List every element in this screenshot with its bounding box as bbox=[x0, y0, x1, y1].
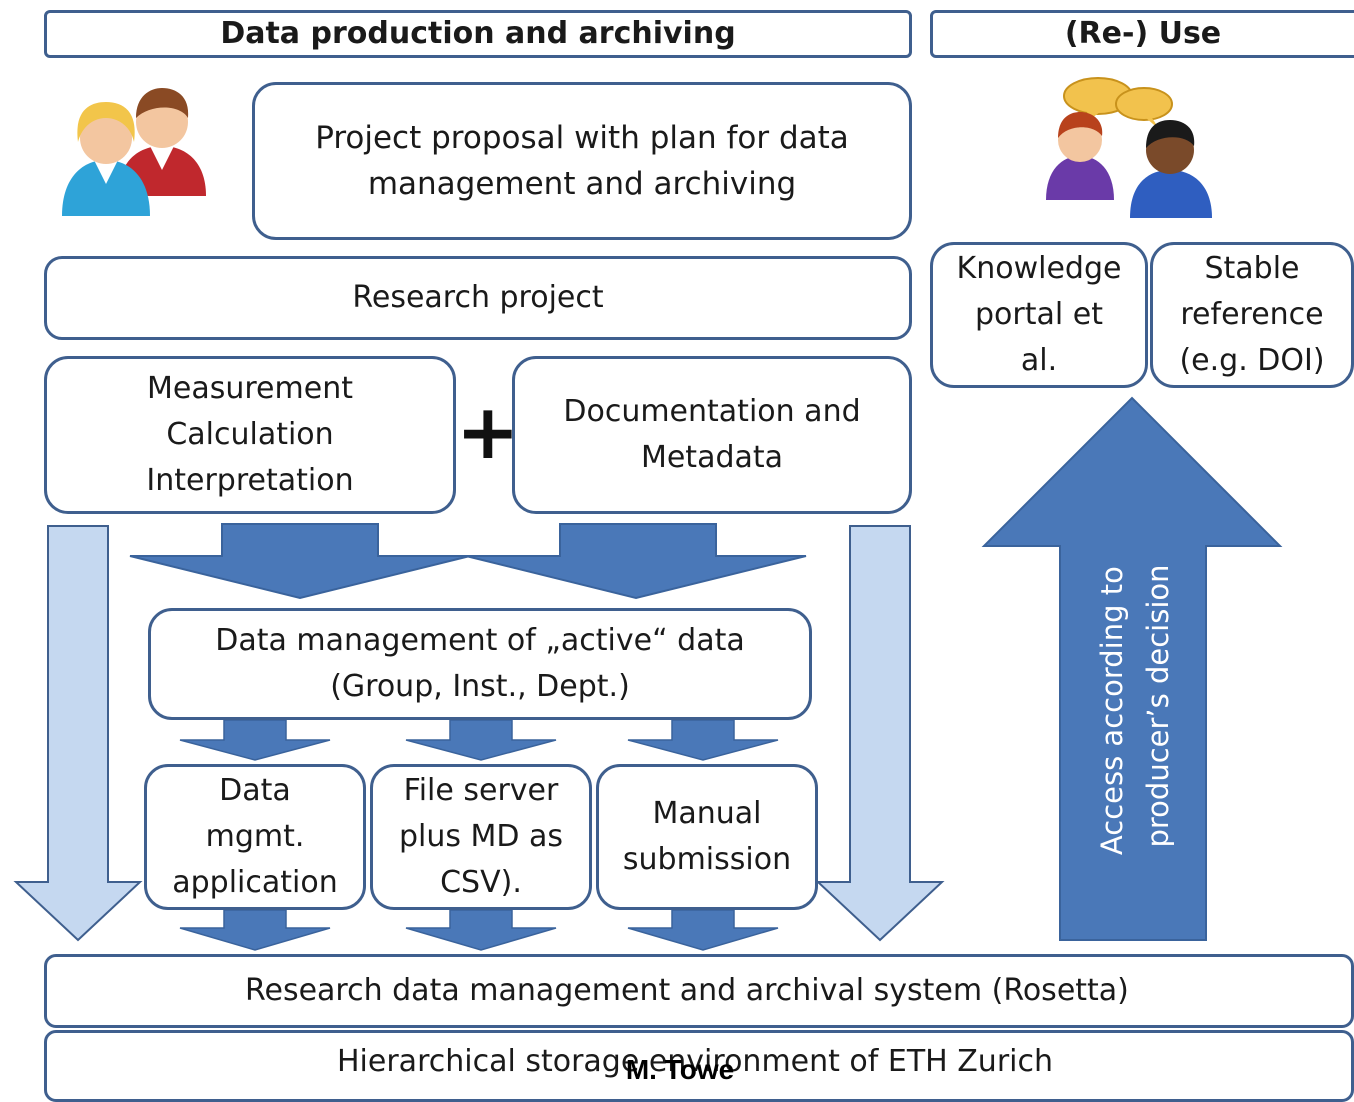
to-manual-submission-arrow bbox=[627, 719, 779, 761]
file-server-box: File server plus MD as CSV). bbox=[370, 764, 592, 910]
stable-reference-line: Stable bbox=[1204, 251, 1300, 286]
project-proposal-box: Project proposal with plan for data mana… bbox=[252, 82, 912, 240]
manual-submission-line: Manual bbox=[652, 796, 762, 831]
data-mgmt-line: mgmt. bbox=[205, 819, 305, 854]
stable-reference-line: reference bbox=[1180, 297, 1324, 332]
data-mgmt-application-box: Data mgmt. application bbox=[144, 764, 366, 910]
data-mgmt-line: Data bbox=[219, 773, 291, 808]
data-mgmt-to-rosetta-arrow bbox=[179, 909, 331, 951]
people-talking-icon bbox=[1046, 77, 1212, 218]
active-data-line: (Group, Inst., Dept.) bbox=[330, 669, 630, 704]
production-header-label: Data production and archiving bbox=[220, 16, 736, 51]
two-people-icon bbox=[62, 88, 206, 216]
measurement-down-arrow bbox=[129, 523, 471, 600]
measurement-box: Measurement Calculation Interpretation bbox=[44, 356, 456, 514]
measurement-line: Measurement bbox=[147, 371, 353, 406]
knowledge-portal-box: Knowledge portal et al. bbox=[930, 242, 1148, 388]
file-server-line: File server bbox=[403, 773, 559, 808]
right-down-arrow bbox=[815, 525, 945, 942]
research-project-label: Research project bbox=[352, 280, 604, 315]
storage-label: Hierarchical storage environment of ETH … bbox=[337, 1044, 1054, 1079]
documentation-line: Metadata bbox=[640, 440, 784, 475]
file-server-line: CSV). bbox=[440, 865, 522, 900]
production-header: Data production and archiving bbox=[44, 10, 912, 58]
plus-sign: + bbox=[456, 387, 520, 476]
data-mgmt-line: application bbox=[172, 865, 338, 900]
to-data-mgmt-arrow bbox=[179, 719, 331, 761]
rosetta-label: Research data management and archival sy… bbox=[245, 973, 1129, 1008]
research-project-box: Research project bbox=[44, 256, 912, 340]
documentation-down-arrow bbox=[465, 523, 807, 600]
stable-reference-line: (e.g. DOI) bbox=[1179, 343, 1325, 378]
file-server-line: plus MD as bbox=[398, 819, 564, 854]
knowledge-portal-line: Knowledge bbox=[956, 251, 1122, 286]
active-data-line: Data management of „active“ data bbox=[215, 623, 745, 658]
reuse-header-label: (Re-) Use bbox=[1064, 16, 1222, 51]
documentation-line: Documentation and bbox=[563, 394, 861, 429]
to-file-server-arrow bbox=[405, 719, 557, 761]
access-up-arrow bbox=[981, 396, 1283, 941]
measurement-line: Interpretation bbox=[146, 463, 354, 498]
active-data-management-box: Data management of „active“ data (Group,… bbox=[148, 608, 812, 720]
manual-to-rosetta-arrow bbox=[627, 909, 779, 951]
left-down-arrow bbox=[13, 525, 143, 942]
knowledge-portal-line: portal et bbox=[975, 297, 1103, 332]
file-server-to-rosetta-arrow bbox=[405, 909, 557, 951]
documentation-box: Documentation and Metadata bbox=[512, 356, 912, 514]
manual-submission-line: submission bbox=[622, 842, 792, 877]
manual-submission-box: Manual submission bbox=[596, 764, 818, 910]
access-arrow-text: Access according to producer’s decision bbox=[1095, 557, 1175, 855]
reuse-header: (Re-) Use bbox=[930, 10, 1354, 58]
storage-box: Hierarchical storage environment of ETH … bbox=[44, 1030, 1354, 1102]
proposal-line: management and archiving bbox=[367, 166, 797, 202]
measurement-line: Calculation bbox=[166, 417, 334, 452]
author-credit: M. Towe bbox=[625, 1054, 735, 1085]
stable-reference-box: Stable reference (e.g. DOI) bbox=[1150, 242, 1354, 388]
proposal-line: Project proposal with plan for data bbox=[315, 120, 849, 156]
rosetta-box: Research data management and archival sy… bbox=[44, 954, 1354, 1028]
knowledge-portal-line: al. bbox=[1020, 343, 1058, 378]
